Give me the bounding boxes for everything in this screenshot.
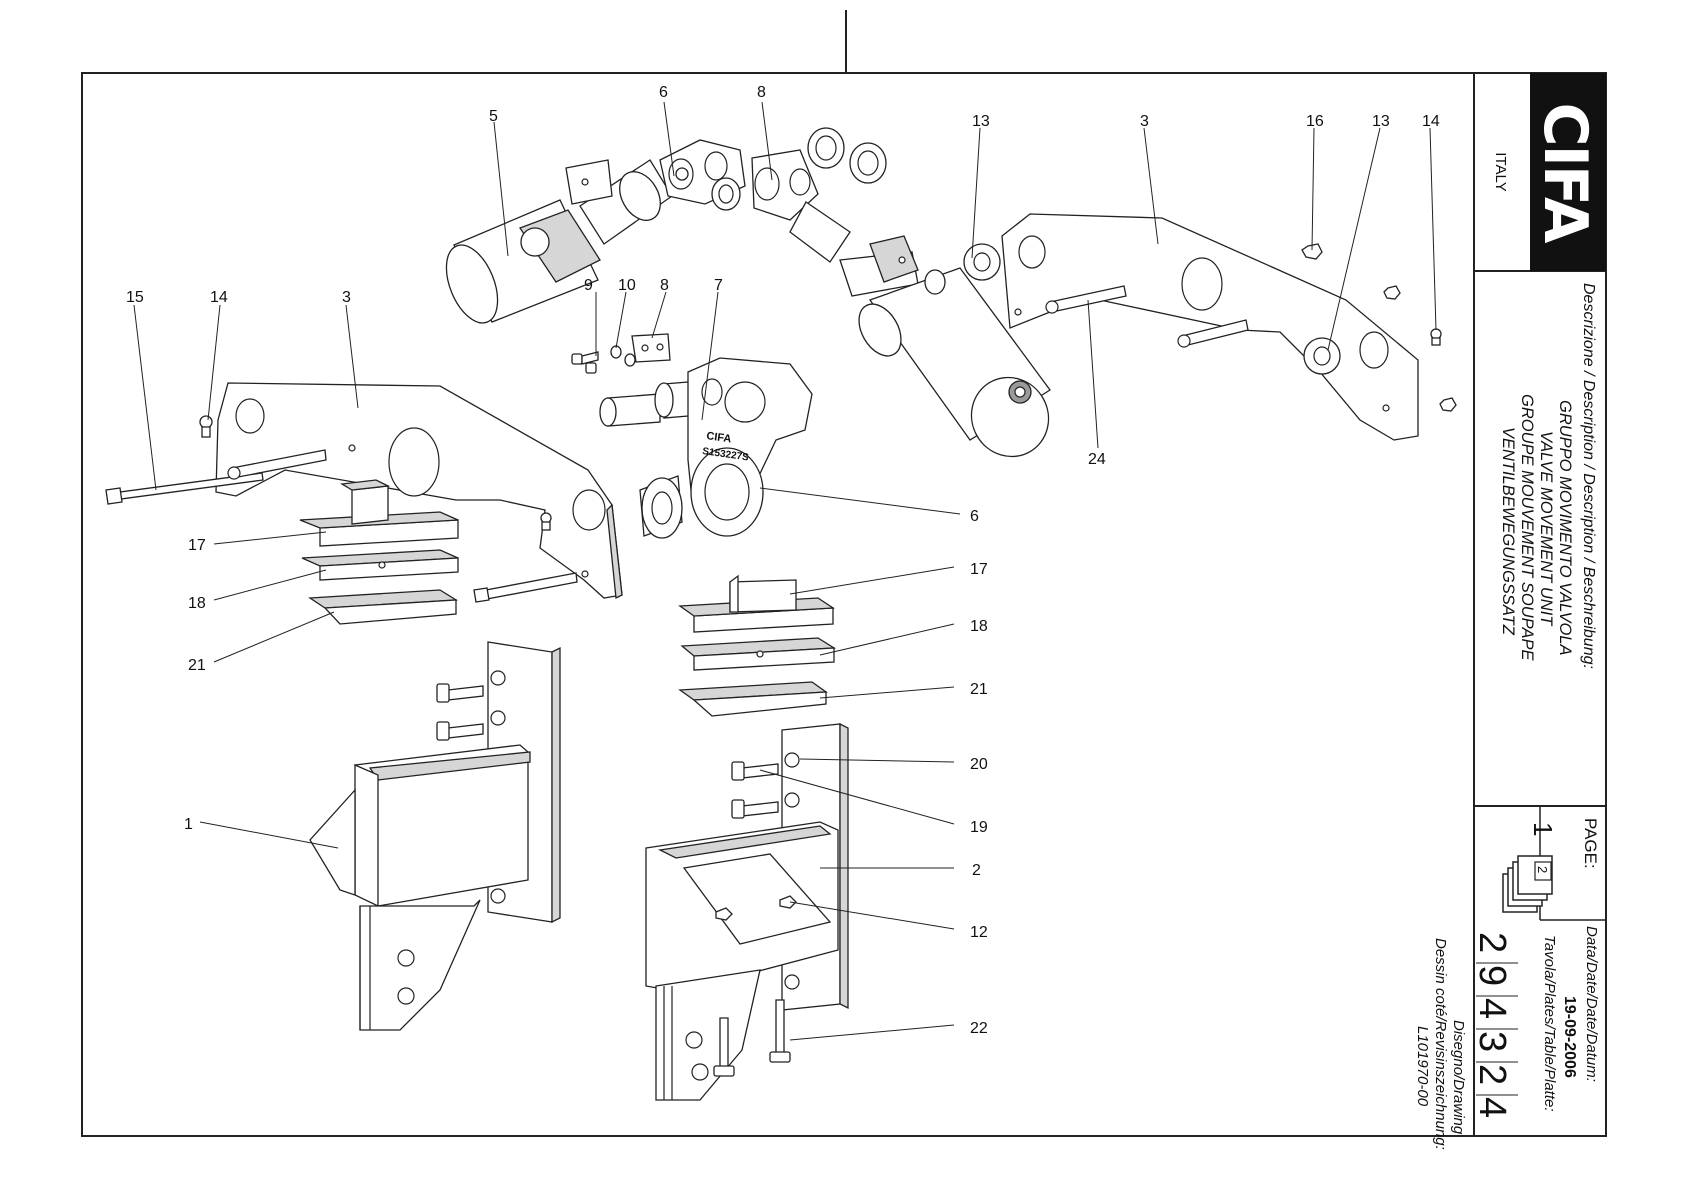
callout-21-left: 21 <box>188 657 206 674</box>
callout-15: 15 <box>126 289 144 306</box>
cylinder-right <box>789 201 1051 458</box>
left-plate-pin <box>227 449 327 480</box>
callout-8: 7 <box>714 277 723 294</box>
bushing-13-right <box>1303 337 1341 375</box>
plate-digit-2: 9 <box>1471 965 1513 986</box>
right-bracket-2 <box>645 722 849 1101</box>
callout-6: 6 <box>970 508 979 525</box>
exploded-view: CIFA S153227S <box>105 84 1457 1101</box>
callout-7: 8 <box>757 84 766 101</box>
callout-12: 12 <box>970 924 988 941</box>
callout-11: 10 <box>618 277 636 294</box>
leader-lines <box>133 101 1437 1041</box>
washer-5 <box>711 177 741 211</box>
washers-11 <box>610 345 636 367</box>
description-line-2: VALVE MOVEMENT UNIT <box>1537 431 1555 627</box>
callout-21-right: 21 <box>970 681 988 698</box>
pin-right-plate <box>1177 319 1249 348</box>
left-plate-lower-bolt <box>473 572 578 603</box>
callout-1: 1 <box>184 816 193 833</box>
left-lever-plate <box>215 382 623 600</box>
callout-2: 2 <box>972 862 981 879</box>
left-bracket-1 <box>309 641 561 1031</box>
bushing-13-left <box>963 243 1001 281</box>
nut-right-plate-b <box>1439 397 1457 412</box>
nut-right-plate-a <box>1383 285 1401 300</box>
plate-label: Tavola/Plates/Table/Platte: <box>1541 935 1558 1112</box>
drawing-label: Disegno/Drawing <box>1450 1020 1467 1135</box>
page-number: 1 <box>1528 822 1558 836</box>
callout-17-right: 17 <box>970 561 988 578</box>
callout-18-left: 18 <box>188 595 206 612</box>
cylinder-4 <box>445 159 673 324</box>
description-line-3: GROUPE MOUVEMENT SOUPAPE <box>1518 394 1536 661</box>
date-label: Data/Date/Date/Datum: <box>1583 926 1600 1082</box>
page-stack-icon: 2 <box>1502 855 1553 913</box>
lever-8: CIFA S153227S <box>687 357 813 537</box>
washers-7 <box>807 127 887 184</box>
description-label: Descrizione / Description / Description … <box>1580 283 1597 669</box>
callout-10: 9 <box>584 277 593 294</box>
callout-14-left: 14 <box>210 289 228 306</box>
callout-9: 8 <box>660 277 669 294</box>
drawing-value: L101970-00 <box>1414 1026 1431 1107</box>
long-bolt-15 <box>105 472 264 505</box>
grease-nipple-plate <box>540 512 552 531</box>
right-plate-21 <box>678 681 828 717</box>
plate-digit-4: 3 <box>1471 1031 1513 1052</box>
callout-17-left: 17 <box>188 537 206 554</box>
country-text: ITALY <box>1492 152 1509 191</box>
plate-digit-1: 2 <box>1471 932 1513 953</box>
callout-5: 6 <box>659 84 668 101</box>
callout-14-right: 14 <box>1422 113 1440 130</box>
bolts-22 <box>713 999 791 1077</box>
nut-16 <box>1301 243 1323 260</box>
description-line-4: VENTILBEWEGUNGSSATZ <box>1499 427 1517 636</box>
grease-nipple-14-right <box>1430 328 1442 346</box>
callout-20: 20 <box>970 756 988 773</box>
plate-digit-6: 4 <box>1471 1097 1513 1118</box>
lever-stamp-brand: CIFA <box>706 430 733 445</box>
bushing-6 <box>639 475 683 539</box>
callout-3-left: 3 <box>342 289 351 306</box>
callout-13-left: 13 <box>972 113 990 130</box>
left-bracket-bolts <box>436 683 484 741</box>
plate-digit-5: 2 <box>1471 1064 1513 1085</box>
grease-nipple-14-left <box>199 415 213 438</box>
page-label: PAGE: <box>1581 818 1600 869</box>
callout-4: 5 <box>489 108 498 125</box>
plate-number: 2 9 4 3 2 4 <box>1471 932 1518 1118</box>
callout-3-right: 3 <box>1140 113 1149 130</box>
screws-10 <box>571 351 599 374</box>
title-block: CIFA ITALY Descrizione / Description / D… <box>1414 73 1606 1150</box>
callout-19: 19 <box>970 819 988 836</box>
callout-16: 16 <box>1306 113 1324 130</box>
callout-13-right: 13 <box>1372 113 1390 130</box>
small-plate-9 <box>631 333 671 363</box>
left-block-17 <box>299 479 459 547</box>
right-bracket-bolts <box>731 761 779 819</box>
brand-logo-text: CIFA <box>1530 103 1600 244</box>
left-plate-21 <box>308 589 459 625</box>
clevis-7 <box>751 149 819 221</box>
page-icon-number: 2 <box>1535 866 1550 873</box>
right-block-17 <box>678 574 835 633</box>
description-line-1: GRUPPO MOVIMENTO VALVOLA <box>1556 400 1574 656</box>
drawing-sub-label: Dessin coté/Revisinszeichnung: <box>1432 938 1449 1150</box>
callout-22: 22 <box>970 1020 988 1037</box>
pin-24 <box>1045 285 1127 314</box>
callout-labels: 5 6 8 13 3 16 13 14 15 14 3 9 10 8 7 24 … <box>126 84 1440 1037</box>
callout-24: 24 <box>1088 451 1106 468</box>
left-plate-18 <box>301 549 459 581</box>
right-plate-18 <box>680 637 837 671</box>
drawing-frame <box>81 72 1607 1137</box>
date-value: 19-09-2006 <box>1561 996 1578 1078</box>
plate-digit-3: 4 <box>1471 998 1513 1019</box>
cifa-logo: CIFA <box>1530 73 1606 271</box>
right-lever-plate <box>1001 213 1419 441</box>
callout-18-right: 18 <box>970 618 988 635</box>
